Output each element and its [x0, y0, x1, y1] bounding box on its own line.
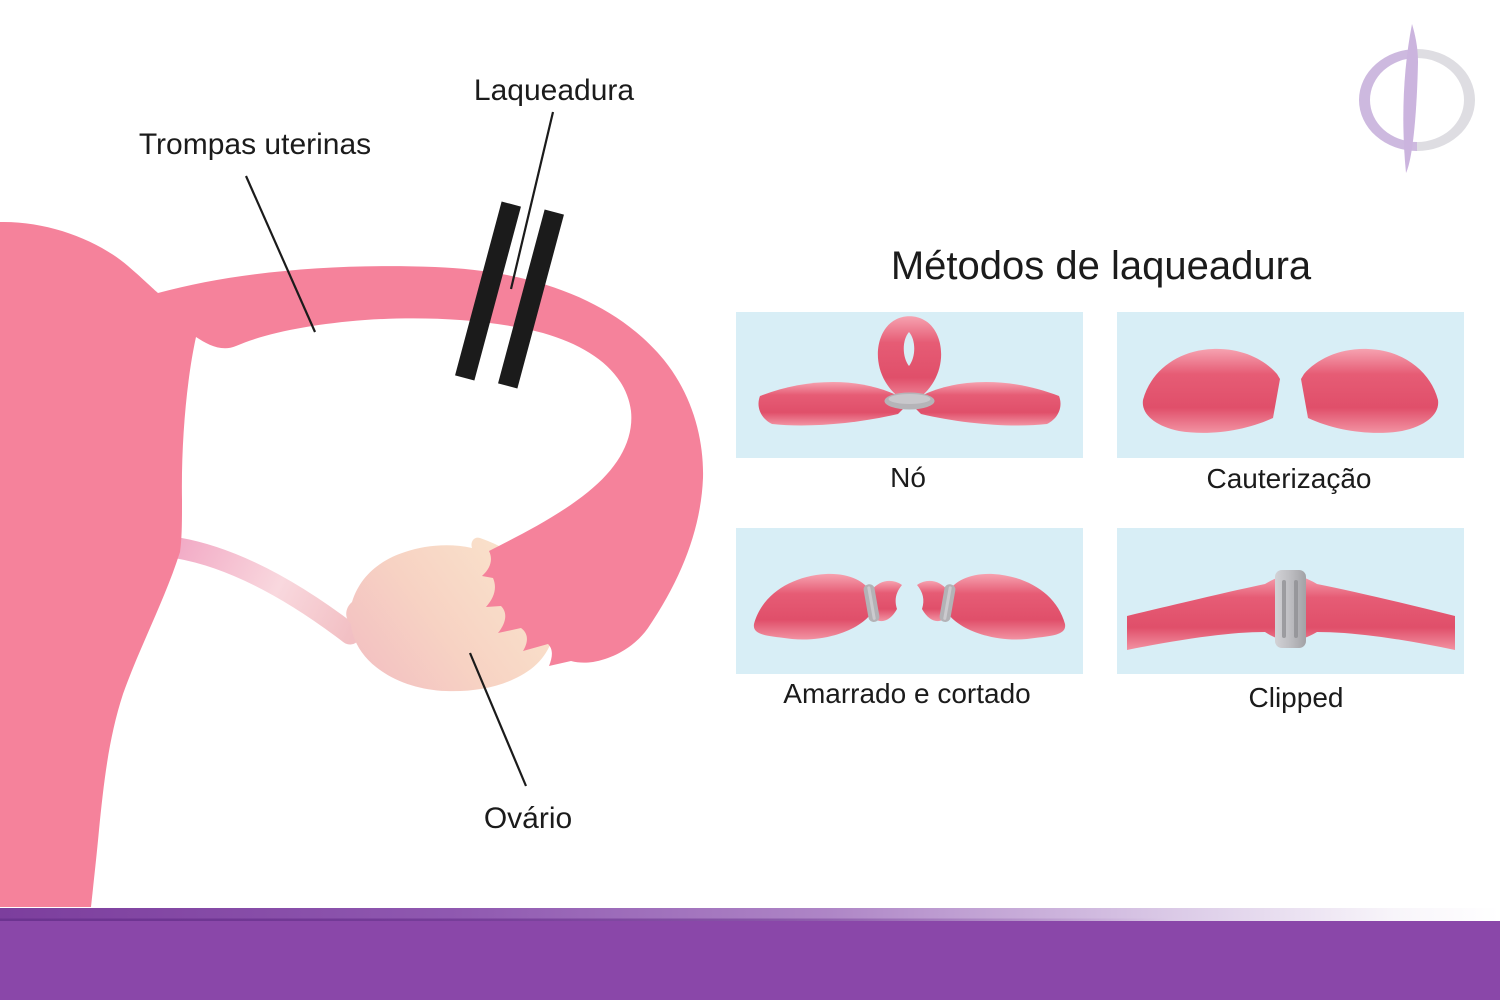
- method-panel-cauterization: [1117, 312, 1464, 458]
- methods-title: Métodos de laqueadura: [890, 244, 1312, 288]
- ovarian-ligament-shape: [167, 537, 361, 645]
- method-caption-tied-and-cut: Amarrado e cortado: [783, 678, 1031, 709]
- method-caption-clipped: Clipped: [1248, 682, 1344, 713]
- label-ovario: Ovário: [483, 802, 573, 835]
- pointer-line-trompas: [244, 175, 317, 333]
- label-trompas-uterinas: Trompas uterinas: [138, 128, 372, 161]
- footer-band: [0, 908, 1500, 1000]
- uterus-and-tube-shape: [0, 221, 704, 908]
- method-panel-knot: [736, 312, 1083, 458]
- pointer-lines: [244, 111, 555, 787]
- method-caption-cauterization: Cauterização: [1206, 463, 1372, 494]
- pointer-line-ovario: [468, 652, 528, 787]
- method-panel-clipped: [1117, 528, 1464, 674]
- anatomy-illustration: [0, 111, 704, 908]
- label-laqueadura: Laqueadura: [473, 74, 635, 107]
- pointer-line-laqueadura: [509, 111, 555, 290]
- method-caption-knot: Nó: [890, 462, 926, 493]
- method-panel-tied-and-cut: [736, 528, 1083, 674]
- ligation-bars: [455, 201, 564, 389]
- phi-logo-icon: [1359, 24, 1475, 173]
